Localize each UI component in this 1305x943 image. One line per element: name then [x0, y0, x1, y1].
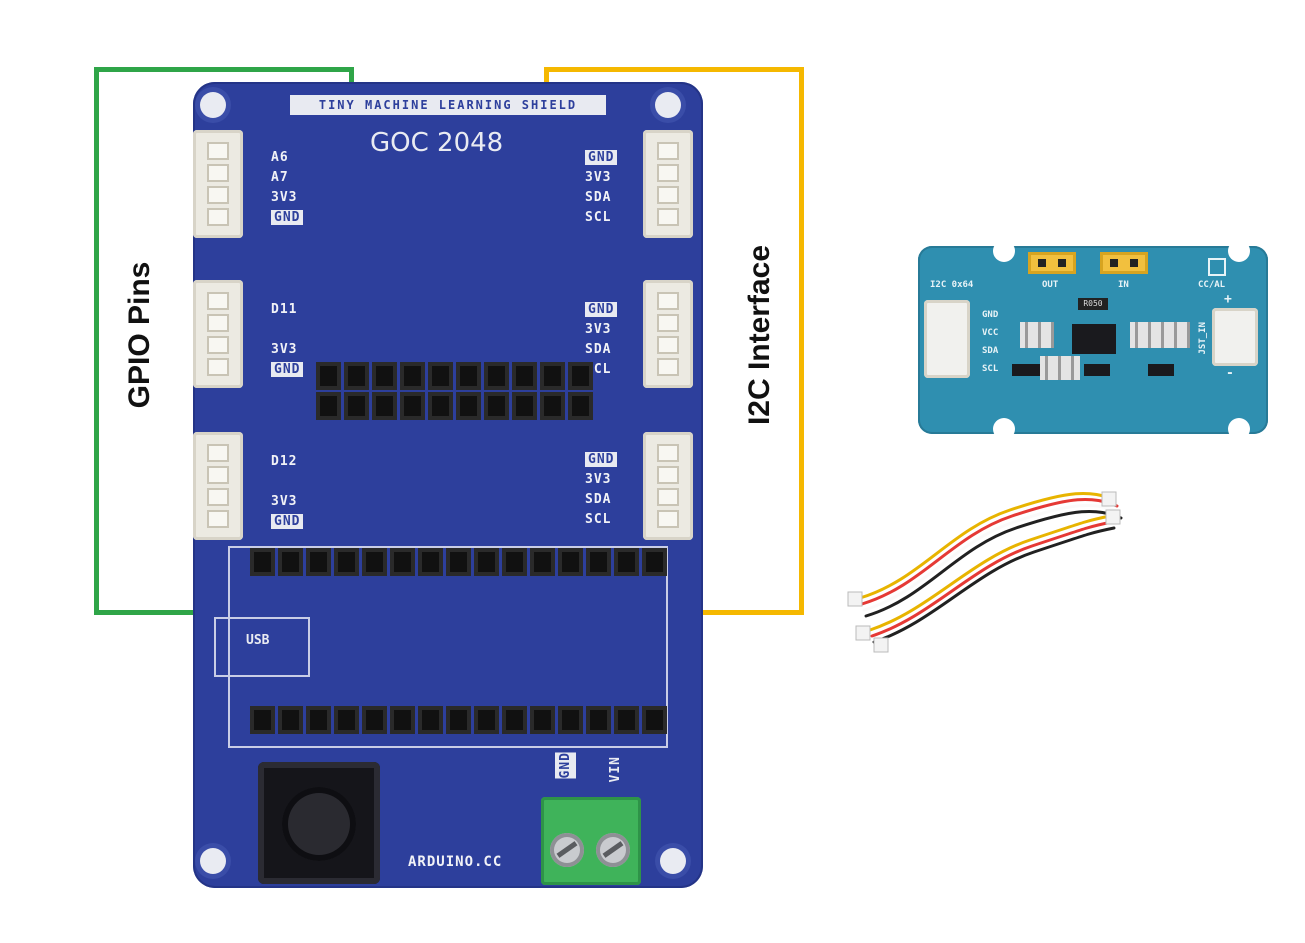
- pin-labels-i2c-2: GND 3V3 SDA SCL: [585, 300, 645, 380]
- i2c-address-label: I2C 0x64: [930, 280, 974, 290]
- in-label: IN: [1118, 280, 1129, 290]
- pin-labels-a6: A6 A7 3V3 GND: [271, 148, 331, 228]
- pin-labels-d11: D11 3V3 GND: [271, 300, 331, 380]
- out-label: OUT: [1042, 280, 1059, 290]
- grove-cable: [847, 491, 1123, 653]
- module-hole: [993, 418, 1015, 440]
- smd-components: [1130, 322, 1190, 348]
- terminal-screw: [596, 833, 630, 867]
- ic-small: [1148, 364, 1174, 376]
- i2c-interface-label: I2C Interface: [743, 244, 776, 426]
- module-pin-labels: GND VCC SDA SCL: [982, 310, 999, 374]
- in-jumper: [1100, 252, 1148, 274]
- plus-label: +: [1224, 292, 1232, 307]
- pin-labels-i2c-1: GND 3V3 SDA SCL: [585, 148, 645, 228]
- mount-hole: [655, 92, 681, 118]
- usb-label: USB: [246, 633, 270, 648]
- mount-hole: [200, 848, 226, 874]
- camera-header: [316, 362, 593, 420]
- ic-small: [1084, 364, 1110, 376]
- reset-button-cap: [282, 787, 356, 861]
- grove-connector-d12: [193, 432, 243, 540]
- grove-i2c-connector-2: [643, 280, 693, 388]
- mount-hole: [660, 848, 686, 874]
- grove-i2c-connector-1: [643, 130, 693, 238]
- arduino-outline: [228, 546, 668, 748]
- grove-connector-a6-a7: [193, 130, 243, 238]
- bottom-pin-header: [250, 706, 667, 734]
- sensor-ic: [1072, 324, 1116, 354]
- footer-label: ARDUINO.CC: [408, 854, 503, 870]
- grove-i2c-connector-3: [643, 432, 693, 540]
- terminal-gnd-label: GND: [555, 752, 576, 779]
- ccal-label: CC/AL: [1198, 280, 1226, 290]
- smd-components: [1040, 356, 1080, 380]
- shunt-resistor: R050: [1078, 298, 1108, 310]
- module-hole: [1228, 418, 1250, 440]
- smd-components: [1020, 322, 1054, 348]
- ccal-pad: [1208, 258, 1226, 276]
- board-model: GOC 2048: [370, 128, 504, 158]
- module-jst-connector: [1212, 308, 1258, 366]
- minus-label: -: [1226, 366, 1234, 381]
- top-pin-header: [250, 548, 667, 576]
- jst-label: JST_IN: [1198, 322, 1208, 355]
- terminal-screw: [550, 833, 584, 867]
- gpio-pins-label: GPIO Pins: [123, 261, 156, 409]
- mount-hole: [200, 92, 226, 118]
- ic-small: [1012, 364, 1040, 376]
- module-grove-connector: [924, 300, 970, 378]
- terminal-vin-label: VIN: [608, 756, 623, 783]
- out-jumper: [1028, 252, 1076, 274]
- board-title: TINY MACHINE LEARNING SHIELD: [290, 95, 606, 115]
- module-hole: [993, 240, 1015, 262]
- module-hole: [1228, 240, 1250, 262]
- pin-labels-i2c-3: GND 3V3 SDA SCL: [585, 450, 645, 530]
- usb-outline: [214, 617, 310, 677]
- grove-connector-d11: [193, 280, 243, 388]
- pin-labels-d12: D12 3V3 GND: [271, 452, 331, 532]
